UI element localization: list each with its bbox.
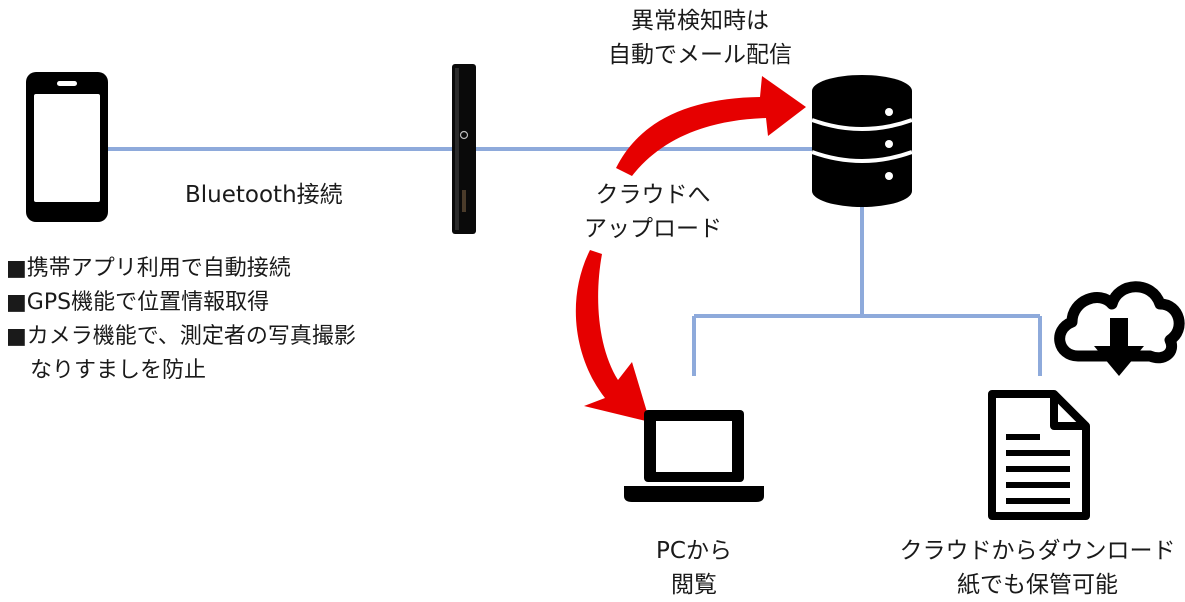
document-icon [988, 390, 1090, 520]
download-label-line1: クラウドからダウンロード [899, 538, 1176, 564]
alert-label-line1: 異常検知時は [631, 8, 769, 34]
alert-label-line2: 自動でメール配信 [608, 42, 792, 68]
pc-label-line2: 閲覧 [671, 572, 717, 598]
connection-lines [108, 147, 1042, 376]
feature-item: ■携帯アプリ利用で自動接続 [6, 256, 291, 281]
laptop-icon [624, 410, 764, 502]
database-icon [811, 75, 913, 207]
alert-mail-arrow [616, 76, 806, 176]
smartphone-icon [26, 72, 108, 222]
alert-label: 異常検知時は 自動でメール配信 [600, 4, 800, 72]
download-label-line2: 紙でも保管可能 [957, 572, 1118, 598]
feature-item: ■GPS機能で位置情報取得 [6, 290, 270, 315]
upload-label-line2: アップロード [584, 216, 722, 242]
pc-label: PCから 閲覧 [614, 534, 774, 602]
upload-label: クラウドへ アップロード [578, 178, 728, 246]
cloud-download-icon [1054, 281, 1185, 376]
feature-item: ■カメラ機能で、測定者の写真撮影 [6, 324, 356, 349]
pc-label-line1: PCから [656, 538, 732, 564]
upload-label-line1: クラウドへ [595, 182, 711, 208]
sensor-device-icon [452, 64, 476, 234]
feature-item: なりすましを防止 [30, 358, 207, 383]
upload-view-arrow [575, 250, 650, 422]
bluetooth-label: Bluetooth接続 [185, 182, 343, 208]
download-label: クラウドからダウンロード 紙でも保管可能 [890, 534, 1185, 602]
